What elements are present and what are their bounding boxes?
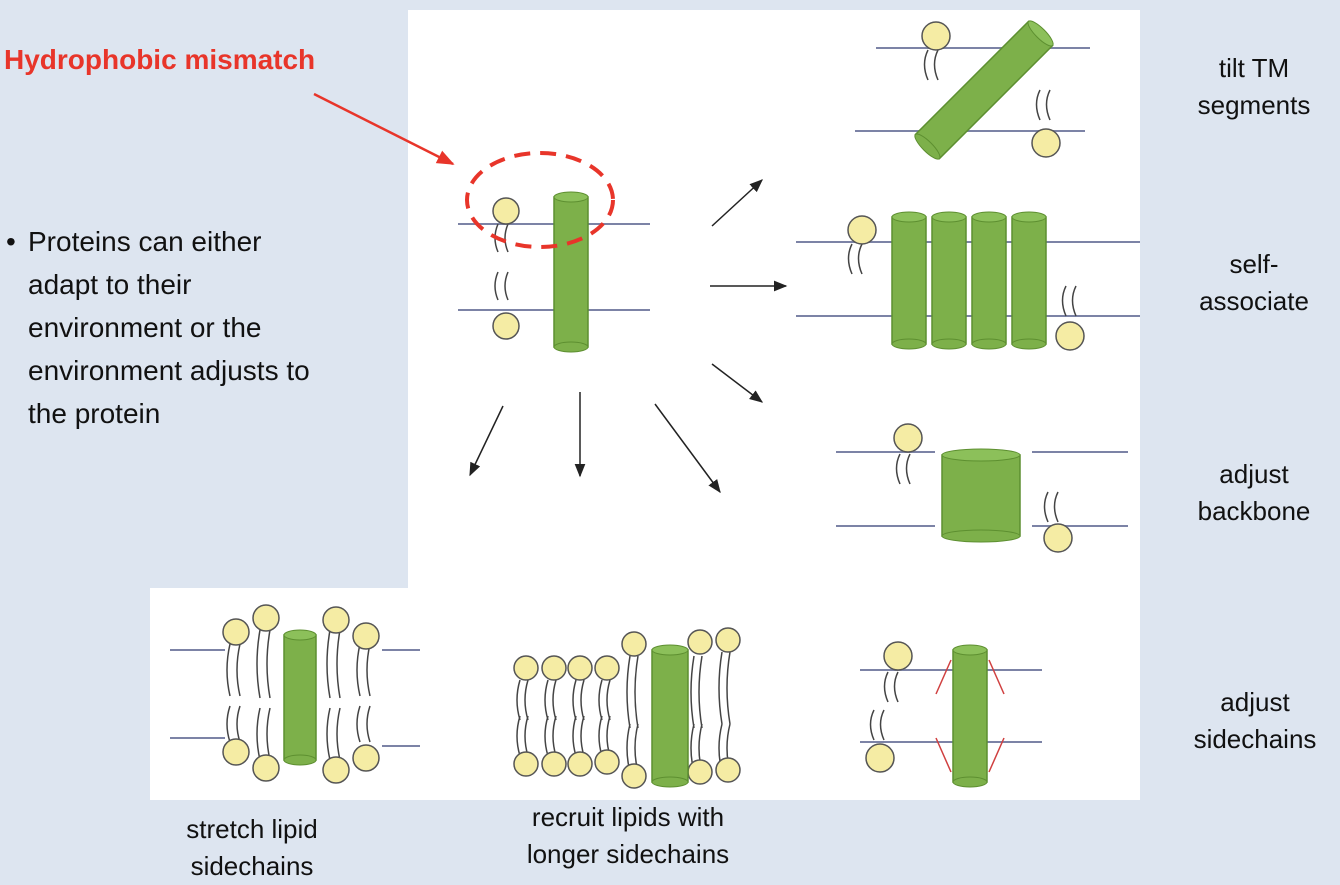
lipid-head xyxy=(621,763,647,789)
title-pointer-arrow xyxy=(313,92,455,166)
lipid-head xyxy=(541,751,567,777)
lipid-head xyxy=(222,738,250,766)
lipid-head xyxy=(715,757,741,783)
lipid-head xyxy=(513,655,539,681)
lipid-head xyxy=(621,631,647,657)
lipid-head xyxy=(594,655,620,681)
short-helix xyxy=(952,644,988,788)
stretch-cartoon xyxy=(170,604,420,784)
adjust-sidechains-cartoon xyxy=(860,641,1042,788)
lipid-head xyxy=(541,655,567,681)
label-recruit: recruit lipids with longer sidechains xyxy=(526,802,730,869)
lipid-head xyxy=(567,751,593,777)
lipid-head xyxy=(222,618,250,646)
helix-bundle xyxy=(891,211,1047,350)
lipid-head xyxy=(513,751,539,777)
diagram-title: Hydrophobic mismatch xyxy=(4,44,316,75)
tm-helix xyxy=(553,191,589,353)
outcome-arrows xyxy=(469,179,788,494)
arrow-adjust-backbone xyxy=(711,363,764,403)
mismatch-highlight-ellipse xyxy=(465,151,615,249)
arrow-tilt xyxy=(711,179,763,227)
lipid-head xyxy=(893,423,923,453)
lipid-head xyxy=(715,627,741,653)
label-self-associate: self-associate xyxy=(1199,249,1309,316)
lipid-head xyxy=(492,312,520,340)
bullet-list: • Proteins can either adapt to their env… xyxy=(6,220,328,435)
bullet-item: • Proteins can either adapt to their env… xyxy=(6,220,328,435)
lipid-head xyxy=(352,622,380,650)
bullet-marker: • xyxy=(6,226,16,257)
lipid-head xyxy=(252,754,280,782)
lipid-head xyxy=(492,197,520,225)
figure-panel xyxy=(150,10,1140,800)
label-adjust-backbone: adjust backbone xyxy=(1197,459,1311,526)
lipid-head xyxy=(687,629,713,655)
arrow-stretch xyxy=(469,405,504,477)
lipid-head xyxy=(567,655,593,681)
lipid-head xyxy=(921,21,951,51)
arrow-adjust-sidechains xyxy=(654,403,721,494)
label-adjust-sidechains: adjust sidechains xyxy=(1193,687,1317,754)
recruit-cartoon xyxy=(513,627,741,789)
self-associate-cartoon xyxy=(796,211,1140,351)
adjust-backbone-cartoon xyxy=(836,423,1128,553)
lipid-head xyxy=(1043,523,1073,553)
lipid-head xyxy=(687,759,713,785)
recruit-helix xyxy=(651,644,689,788)
bullet-text: Proteins can either adapt to their envir… xyxy=(28,226,310,429)
lipid-head xyxy=(1031,128,1061,158)
lipid-head xyxy=(322,606,350,634)
tilted-helix xyxy=(914,20,1054,160)
tilt-cartoon xyxy=(855,20,1090,160)
lipid-head xyxy=(847,215,877,245)
lipid-head xyxy=(594,749,620,775)
lipid-head xyxy=(1055,321,1085,351)
wide-helix xyxy=(941,448,1021,543)
center-mismatch-cartoon xyxy=(458,151,650,353)
lipid-head xyxy=(252,604,280,632)
lipid-head xyxy=(322,756,350,784)
lipid-head xyxy=(865,743,895,773)
sidechain-marks xyxy=(935,659,1005,773)
lipid-head xyxy=(883,641,913,671)
stretch-helix xyxy=(283,629,317,766)
lipid-head xyxy=(352,744,380,772)
label-tilt: tilt TM segments xyxy=(1197,53,1311,120)
